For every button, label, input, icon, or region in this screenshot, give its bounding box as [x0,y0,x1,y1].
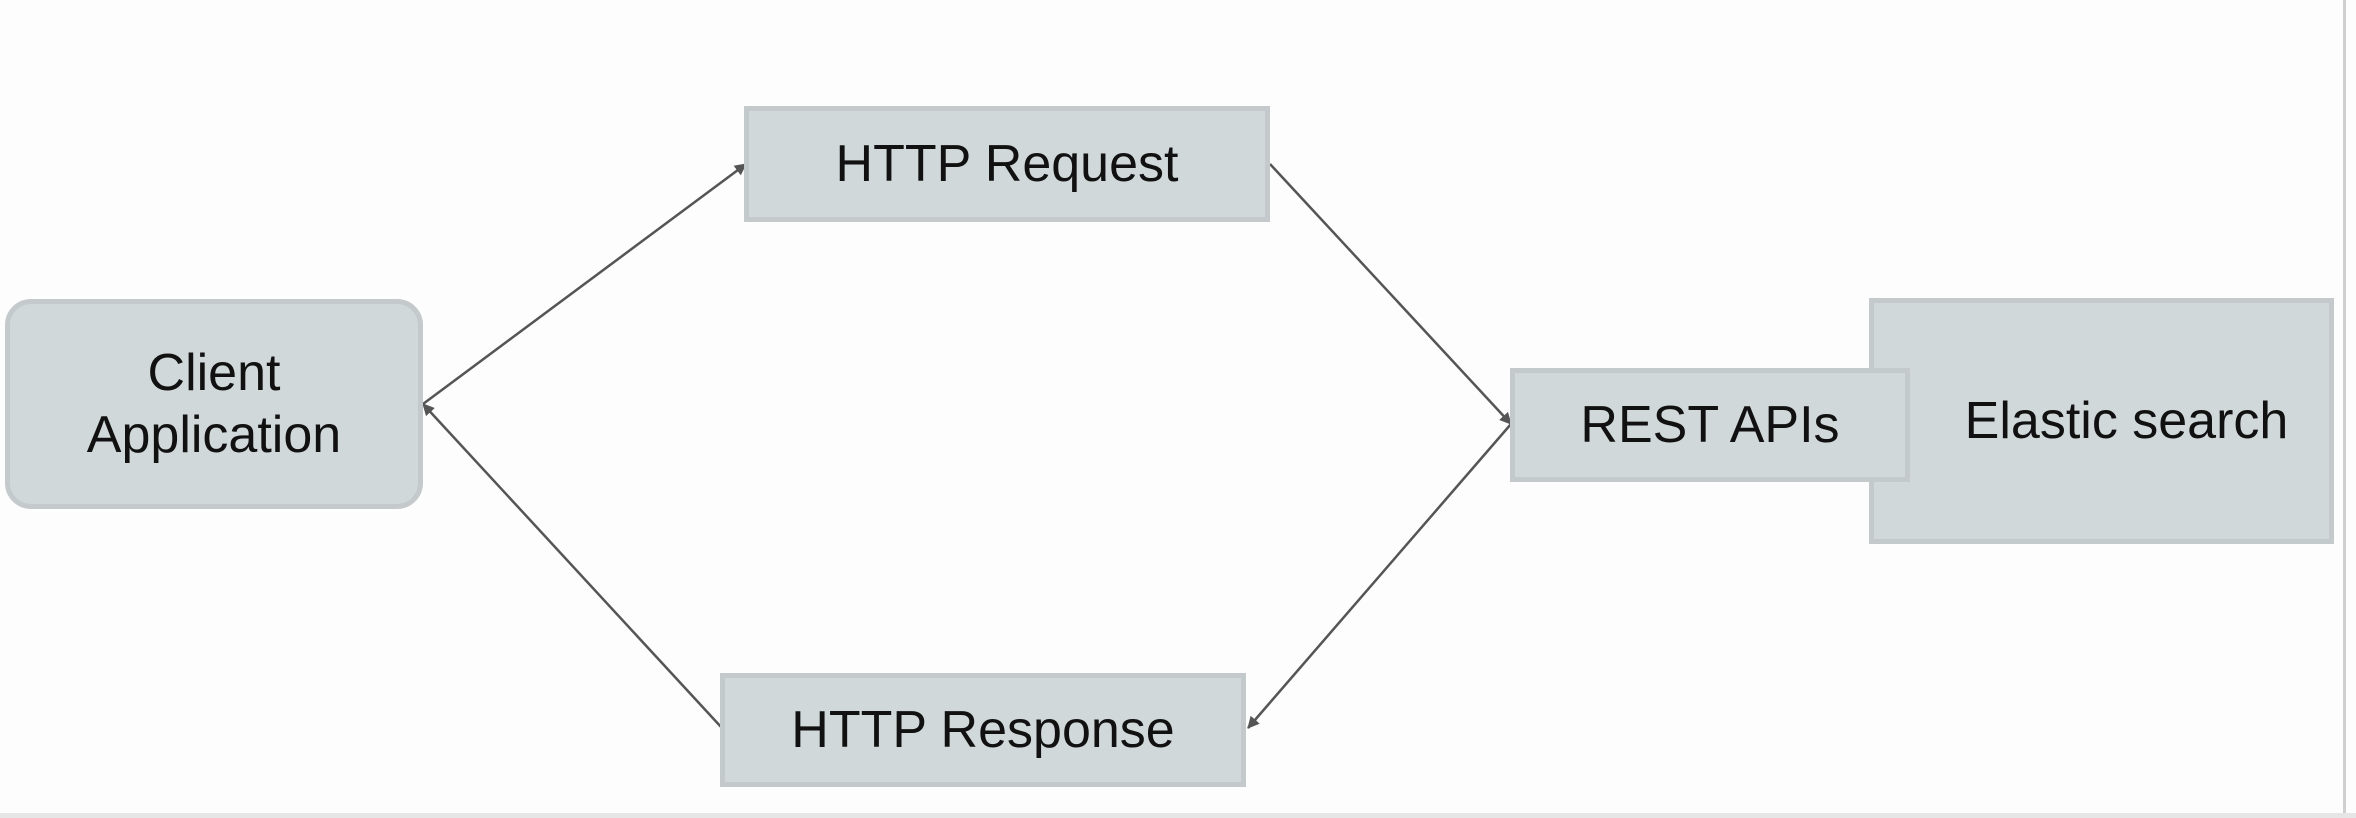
http-request-node: HTTP Request [744,106,1270,222]
client-application-label: Client Application [86,344,342,464]
rest-apis-node: REST APIs [1510,368,1910,482]
elastic-search-label: Elastic search [1964,392,2289,450]
http-response-node: HTTP Response [720,673,1246,787]
frame-right-border [2343,0,2346,818]
arrow-rest-to-response [1247,423,1512,729]
arrow-client-to-request [422,162,747,406]
frame-bottom-border [0,813,2356,818]
http-response-label: HTTP Response [791,701,1175,759]
arrow-response-to-client [422,403,723,729]
elastic-search-node: Elastic search [1869,298,2334,544]
http-request-label: HTTP Request [835,135,1179,193]
arrow-request-to-rest [1269,163,1512,425]
client-application-node: Client Application [5,299,423,509]
rest-apis-label: REST APIs [1580,396,1840,454]
